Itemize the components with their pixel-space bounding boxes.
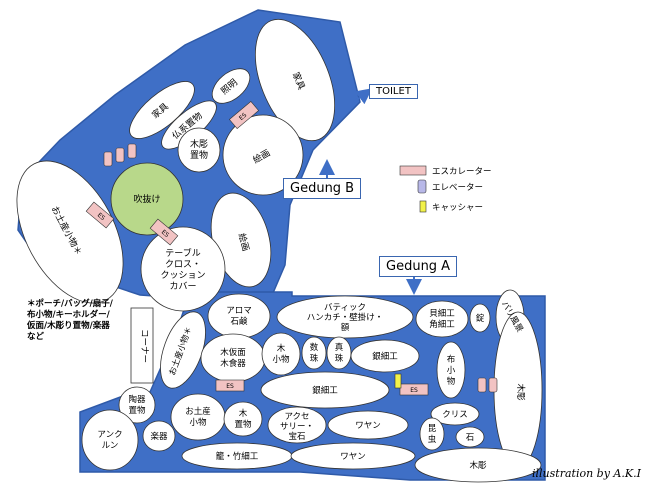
booth-furniture: [129, 81, 195, 139]
booth-batik: [276, 295, 414, 339]
booth-prayer-beads: [301, 336, 327, 370]
label-ginzaiku1: 銀細工: [372, 351, 398, 362]
label-es-a1: ES: [226, 383, 234, 390]
footnote-line: 布小物/キーホルダー/: [27, 310, 110, 320]
booth-stones: [455, 426, 485, 448]
booth-paintings-1: [222, 114, 304, 196]
footnote-line: など: [27, 332, 45, 342]
escalator-mark-a2: [399, 383, 429, 396]
label-kaizaiku: 貝細工角細工: [429, 308, 455, 330]
label-ki-okimono: 木置物: [234, 408, 252, 430]
label-wayang2: ワヤン: [340, 452, 366, 462]
booth-wood-items: [261, 332, 301, 376]
booth-furniture-large: [254, 18, 336, 142]
booth-insects: [419, 417, 445, 451]
illustration-credit: illustration by A.K.I: [532, 467, 641, 480]
label-jo: 錠: [476, 313, 485, 324]
legend-elevator-swatch: [417, 179, 427, 194]
booth-kris: [430, 402, 480, 426]
label-gakki: 楽器: [150, 431, 168, 442]
footnote: ＊ポーチ/バッグ/扇子/ 布小物/キーホルダー/ 仮面/木彫り置物/楽器 など: [27, 299, 113, 343]
label-es-b2: ES: [96, 212, 106, 222]
label-mokucho-b: 木彫: [469, 460, 487, 471]
label-ishi: 石: [466, 433, 475, 443]
escalator-mark-b2: [85, 201, 115, 229]
label-fukinuke: 吹抜け: [133, 193, 160, 205]
booth-instruments: [142, 420, 176, 452]
label-angklung: アンクルン: [97, 430, 122, 451]
elevator-marks-a: [477, 377, 498, 393]
toilet-arrow: [353, 88, 373, 105]
label-omiyage-a2: お土産小物: [185, 406, 211, 428]
booth-wood-masks: [200, 333, 266, 383]
gedung-a-label: Gedung A: [379, 256, 458, 277]
label-wayang1: ワヤン: [355, 421, 381, 431]
escalator-mark-b1: [228, 100, 260, 130]
elevator-marks-b: [103, 143, 137, 167]
booth-angklung: [81, 409, 139, 471]
booth-wayang-1: [327, 410, 409, 440]
label-es-b1: ES: [238, 112, 248, 122]
legend-cashier-swatch: [419, 200, 427, 213]
label-ginzaiku2: 銀細工: [312, 385, 338, 396]
booth-cloth-items: [436, 341, 466, 399]
label-kamen: 木仮面木食器: [220, 347, 246, 369]
label-kris: クリス: [442, 410, 468, 420]
gedung-b-label: Gedung B: [283, 178, 362, 199]
booth-wood-carving-a2: [414, 447, 542, 483]
label-es-a2: ES: [410, 387, 418, 394]
booth-aroma-soap: [207, 293, 271, 339]
legend-elevator-label: エレベーター: [432, 183, 483, 193]
booth-corner: [130, 307, 154, 384]
label-shinju: 真珠: [335, 342, 344, 364]
booth-lock: [469, 303, 491, 333]
label-es-b3: ES: [160, 229, 170, 239]
label-kikomono: 木小物: [272, 343, 290, 365]
booth-pearls: [326, 336, 352, 370]
booth-wood-carving-b: [177, 127, 221, 173]
booth-souvenirs-b: [16, 160, 124, 304]
booth-wood-ornaments: [223, 401, 263, 437]
atrium: [110, 162, 184, 236]
escalator-mark-a1: [215, 379, 245, 392]
footnote-line: 仮面/木彫り置物/楽器: [27, 321, 110, 331]
booth-silverwork-2: [260, 371, 390, 409]
booth-pottery: [118, 386, 156, 424]
footnote-line: ＊ポーチ/バッグ/扇子/: [27, 299, 113, 309]
label-konchu: 昆虫: [428, 424, 437, 445]
label-aroma: アロマ石鹸: [226, 306, 252, 327]
label-batik: バティックハンカチ・壁掛け・額: [307, 303, 384, 333]
booth-silverwork-1: [350, 339, 420, 373]
toilet-label: TOILET: [369, 84, 418, 99]
booth-lighting: [211, 68, 251, 104]
label-mokucho-a: 木彫: [515, 383, 526, 401]
escalator-mark-b3: [149, 218, 179, 246]
label-juzu: 数珠: [310, 342, 319, 364]
booth-accessories: [267, 406, 327, 444]
label-touki: 陶器置物: [128, 394, 146, 416]
legend-escalator-swatch: [399, 165, 427, 176]
label-take: 籠・竹細工: [216, 451, 259, 462]
label-corner: コーナー: [139, 329, 149, 363]
booth-wayang-2: [290, 442, 416, 470]
label-nuno: 布小物: [447, 354, 456, 387]
booth-souvenirs-a2: [170, 393, 226, 441]
booth-shell-craft: [415, 300, 469, 338]
legend-cashier-label: キャッシャー: [432, 203, 483, 213]
cashier-mark: [394, 373, 402, 389]
label-accessory: アクセサリー・宝石: [280, 412, 314, 442]
legend-escalator-label: エスカレーター: [432, 167, 492, 177]
label-table: テーブルクロス・クッションカバー: [160, 247, 205, 292]
booth-table-cloth: [140, 226, 226, 312]
label-mokucho: 木彫置物: [190, 138, 208, 161]
